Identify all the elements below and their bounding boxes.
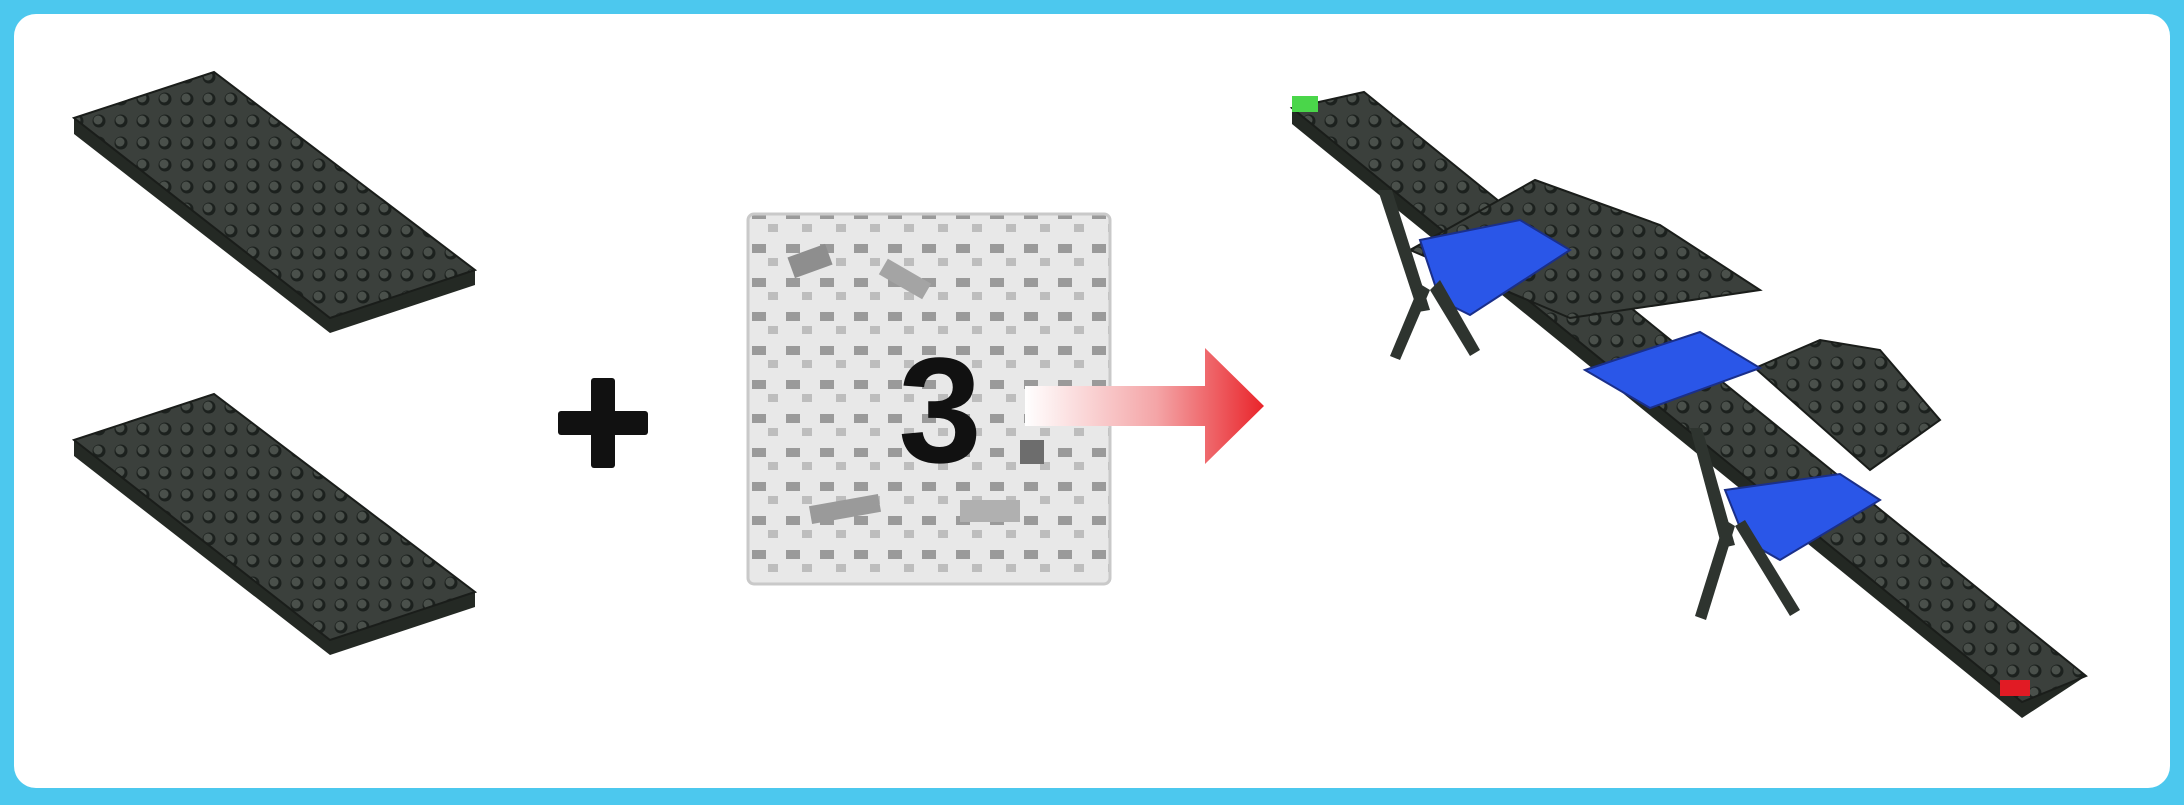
bag-number-label: 3 [870,330,1010,490]
plus-icon [558,378,648,468]
assembled-aircraft-icon [1292,92,2086,718]
dark-gray-plate-icon [74,394,475,655]
dark-gray-plate-icon [74,72,475,333]
red-light-brick [2000,680,2030,696]
green-light-brick [1292,96,1318,112]
